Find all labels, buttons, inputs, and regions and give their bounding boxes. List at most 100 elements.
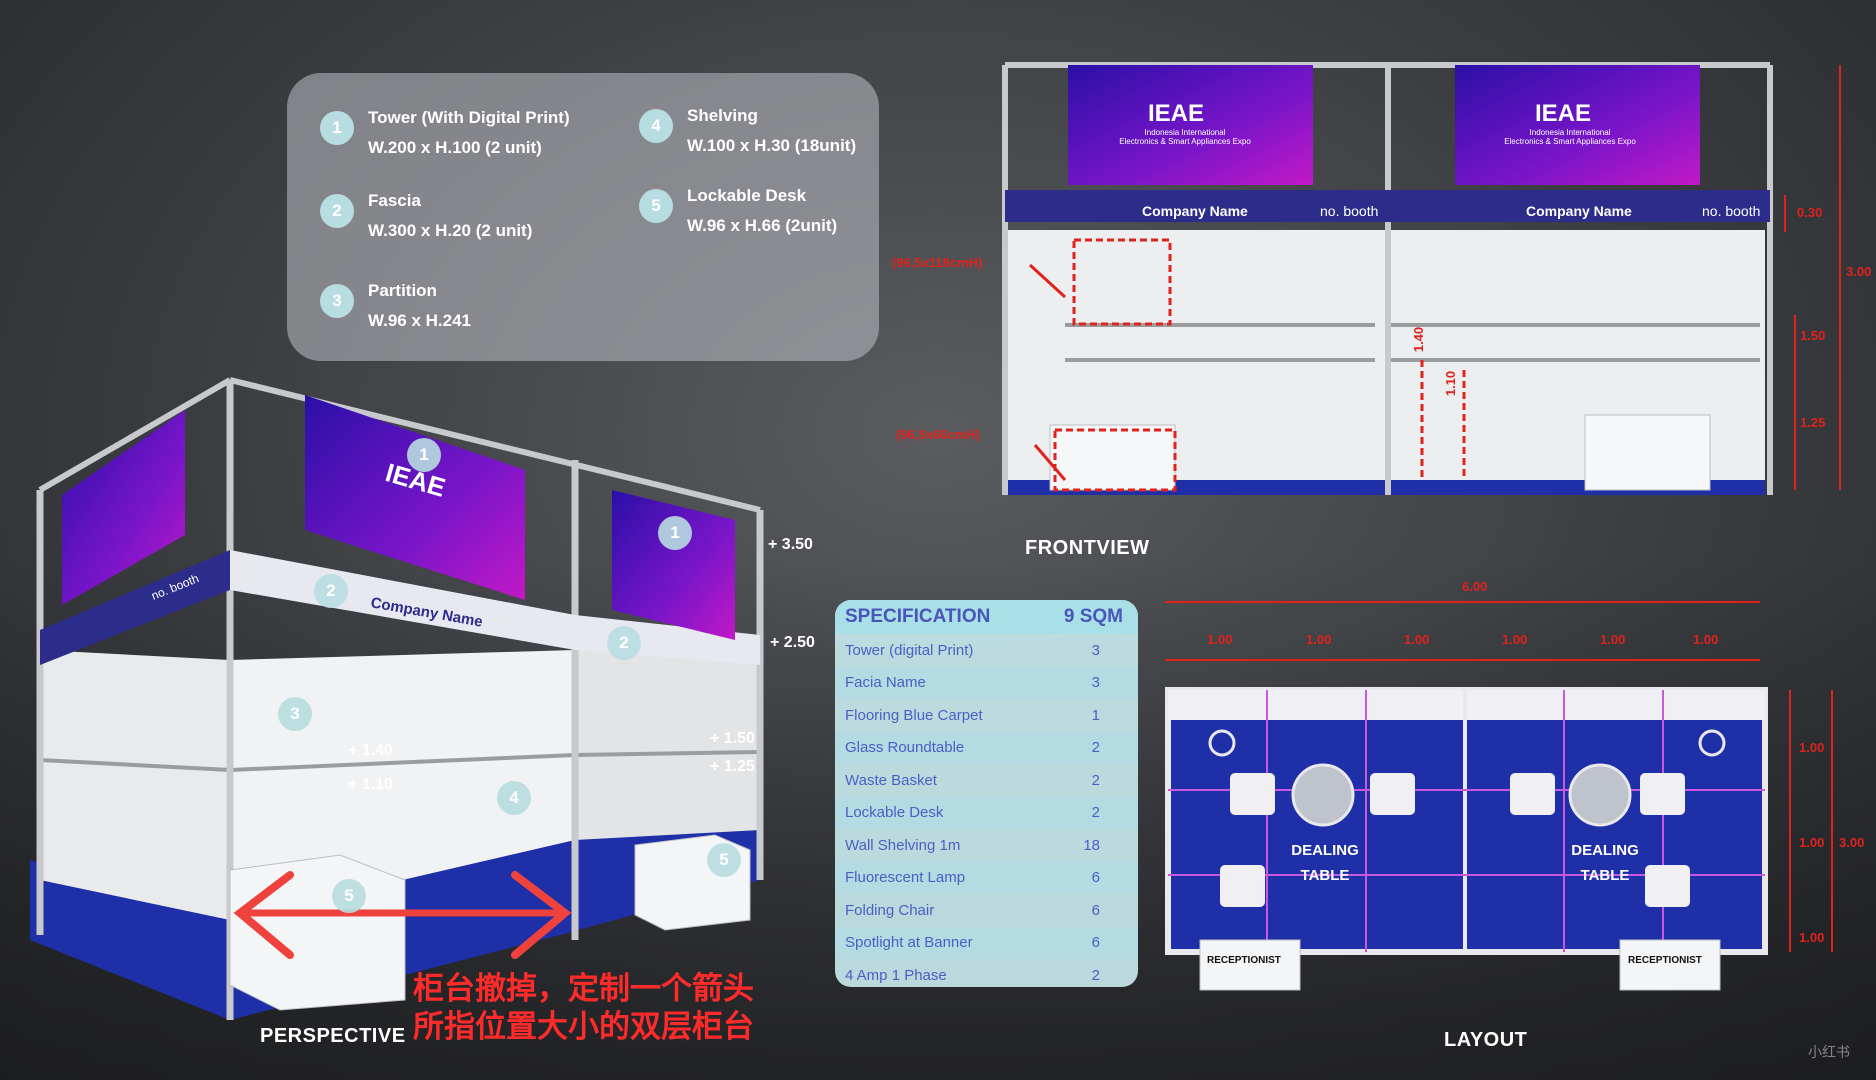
layout-label-line: TABLE <box>1580 867 1630 884</box>
specification-row: Flooring Blue Carpet 1 <box>835 699 1138 732</box>
specification-row: Wall Shelving 1m 18 <box>835 829 1138 862</box>
legend-detail: W.200 x H.100 (2 unit) <box>368 138 542 157</box>
layout-round-table <box>1291 763 1355 827</box>
legend-detail: W.100 x H.30 (18unit) <box>687 136 857 155</box>
layout-reception-desk <box>1199 939 1301 991</box>
banner-subtitle-line: Electronics & Smart Appliances Expo <box>1504 137 1636 146</box>
designer-note: 柜台撤掉，定制一个箭头 所指位置大小的双层柜台 <box>413 970 754 1046</box>
specification-qty: 1 <box>1091 706 1100 724</box>
specification-qty: 2 <box>1091 739 1100 757</box>
layout-segment: 1.00 <box>1207 632 1233 647</box>
frontview-dim-110: 1.10 <box>1443 370 1459 397</box>
frontview-dim-150: 1.50 <box>1800 328 1826 343</box>
perspective-shelf <box>229 753 576 772</box>
banner-subtitle-line: Indonesia International <box>1529 128 1611 137</box>
frontview-annot-top: (96,5x118cmH) <box>892 255 983 270</box>
specification-row: Tower (digital Print)3 <box>835 634 1138 667</box>
frontview-banner-subtitle-left: Indonesia International Electronics & Sm… <box>1115 128 1255 146</box>
legend-title: Shelving <box>687 106 758 125</box>
legend-detail: W.96 x H.66 (2unit) <box>687 216 838 235</box>
perspective-badge: 4 <box>497 781 531 815</box>
layout-chair <box>1220 865 1265 907</box>
layout-drawing <box>1165 601 1833 991</box>
specification-item: Fluorescent Lamp <box>845 869 966 887</box>
perspective-badge: 5 <box>707 843 741 877</box>
layout-reception-desk <box>1619 939 1721 991</box>
frontview-banner-right <box>1455 65 1700 185</box>
specification-item: Flooring Blue Carpet <box>845 706 983 724</box>
legend-item-tower: 1 Tower (With Digital Print) W.200 x H.10… <box>320 103 570 163</box>
layout-label-line: TABLE <box>1300 867 1350 884</box>
perspective-right-wall <box>575 645 760 840</box>
frontview-annot-leader <box>1033 444 1067 481</box>
perspective-badge: 1 <box>658 516 692 550</box>
frontview-annot-bottom: (96,5x66cmH) <box>896 427 980 442</box>
specification-item: Tower (digital Print) <box>845 641 974 659</box>
frontview-dim-140: 1.40 <box>1411 326 1427 353</box>
layout-chair <box>1510 773 1555 815</box>
frontview-company-name-right: Company Name <box>1526 203 1632 219</box>
legend-number: 3 <box>320 284 354 318</box>
layout-chair <box>1230 773 1275 815</box>
specification-item: Waste Basket <box>845 771 937 789</box>
layout-dealing-table-label: DEALING TABLE <box>1570 838 1640 888</box>
layout-waste-basket <box>1208 729 1236 757</box>
frontview-annot-box-bottom <box>1053 428 1177 492</box>
specification-qty: 3 <box>1091 674 1100 692</box>
specification-item: Lockable Desk <box>845 804 944 822</box>
frontview-dim-300: 3.00 <box>1846 264 1872 279</box>
perspective-shelf <box>574 750 761 757</box>
frontview-fascia-right <box>1388 190 1770 222</box>
legend-number: 1 <box>320 111 354 145</box>
specification-qty: 6 <box>1091 934 1100 952</box>
frontview-banner-subtitle-right: Indonesia International Electronics & Sm… <box>1500 128 1640 146</box>
frontview-booth-left: no. booth <box>1320 203 1379 219</box>
specification-item: Wall Shelving 1m <box>845 836 961 854</box>
perspective-shelf <box>39 758 231 772</box>
specification-item: Facia Name <box>845 674 926 692</box>
frontview-booth-right: no. booth <box>1702 203 1761 219</box>
specification-item: 4 Amp 1 Phase <box>845 966 947 984</box>
specification-qty: 2 <box>1091 771 1100 789</box>
layout-chair <box>1370 773 1415 815</box>
frontview-desk <box>1584 414 1711 491</box>
specification-title: SPECIFICATION <box>845 606 991 627</box>
perspective-banner-right <box>612 490 735 640</box>
frontview-company-name-left: Company Name <box>1142 203 1248 219</box>
frontview-banner-logo-right: IEAE <box>1535 100 1592 127</box>
legend-panel: 1 Tower (With Digital Print) W.200 x H.10… <box>287 73 879 361</box>
perspective-label: PERSPECTIVE <box>260 1025 406 1047</box>
perspective-height-140: + 1.40 <box>348 742 393 759</box>
perspective-arrow-left-head <box>233 871 294 959</box>
legend-number: 5 <box>639 189 673 223</box>
specification-qty: 6 <box>1091 901 1100 919</box>
layout-dealing-table-label: DEALING TABLE <box>1290 838 1360 888</box>
legend-title: Lockable Desk <box>687 186 807 205</box>
legend-detail: W.300 x H.20 (2 unit) <box>368 221 533 240</box>
watermark: 小红书 <box>1808 1044 1850 1060</box>
legend-title: Tower (With Digital Print) <box>368 108 570 127</box>
perspective-badge: 1 <box>407 438 441 472</box>
frontview-annot-leader <box>1028 263 1067 299</box>
specification-qty: 18 <box>1083 836 1100 854</box>
perspective-height-150: + 1.50 <box>710 730 755 747</box>
specification-row: Waste Basket 2 <box>835 764 1138 797</box>
layout-chair <box>1645 865 1690 907</box>
layout-segment: 1.00 <box>1693 632 1719 647</box>
specification-table: SPECIFICATION 9 SQM Tower (digital Print… <box>835 600 1138 987</box>
legend-title: Partition <box>368 281 437 300</box>
specification-item: Glass Roundtable <box>845 739 965 757</box>
frontview-desk <box>1049 424 1176 491</box>
layout-side-dim: 1.00 <box>1799 740 1825 755</box>
layout-segment: 1.00 <box>1600 632 1626 647</box>
perspective-height-110: + 1.10 <box>348 776 393 793</box>
perspective-banner-left <box>62 410 185 605</box>
perspective-desk <box>229 854 406 1011</box>
